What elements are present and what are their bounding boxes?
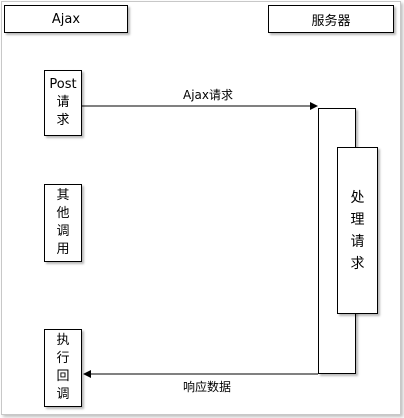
other-call-line-1: 其: [56, 188, 70, 203]
request-message-label: Ajax请求: [183, 88, 233, 102]
process-request-line-4: 求: [350, 255, 365, 272]
response-message-label: 响应数据: [183, 380, 232, 394]
process-request-line-3: 请: [350, 233, 365, 250]
process-request-box: 处 理 请 求: [337, 147, 378, 314]
other-call-line-4: 用: [56, 242, 70, 257]
post-request-box: Post 请 求: [44, 70, 82, 136]
callback-line-1: 执: [56, 333, 70, 348]
callback-line-4: 调: [56, 387, 70, 402]
other-call-box: 其 他 调 用: [44, 184, 82, 262]
post-request-line-1: Post: [49, 77, 77, 92]
callback-line-2: 行: [56, 351, 70, 366]
ajax-lifeline-header: Ajax: [4, 5, 128, 33]
post-request-line-2: 请: [56, 95, 70, 110]
server-lifeline-header: 服务器: [268, 5, 394, 33]
ajax-lifeline-label: Ajax: [51, 11, 81, 27]
process-request-line-1: 处: [350, 189, 365, 206]
other-call-line-2: 他: [56, 206, 70, 221]
other-call-line-3: 调: [56, 224, 70, 239]
process-request-line-2: 理: [350, 211, 365, 228]
post-request-line-3: 求: [56, 113, 70, 128]
callback-line-3: 回: [56, 369, 70, 384]
callback-box: 执 行 回 调: [44, 329, 82, 407]
server-lifeline-label: 服务器: [311, 13, 351, 29]
